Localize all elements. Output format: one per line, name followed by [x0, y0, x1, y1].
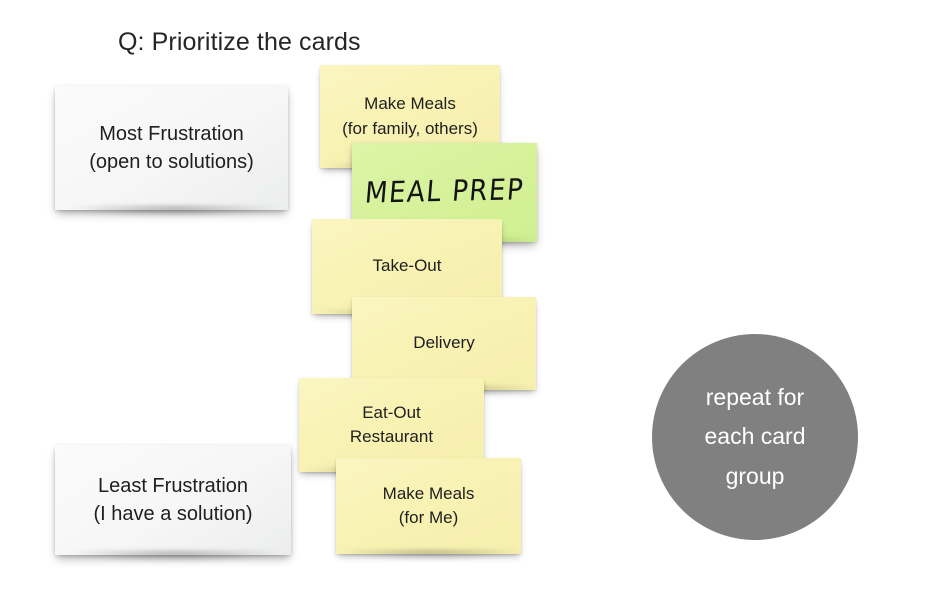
sticky-note-eat-out-restaurant[interactable]: Eat-Out Restaurant — [299, 378, 484, 472]
sticky-note-make-meals-me[interactable]: Make Meals (for Me) — [336, 458, 521, 554]
repeat-annotation-circle: repeat for each card group — [652, 334, 858, 540]
sticky-note-take-out-label: Take-Out — [372, 256, 442, 276]
anchor-card-least-frustration-label: Least Frustration (I have a solution) — [93, 474, 253, 525]
sticky-note-eat-out-restaurant-label: Eat-Out Restaurant — [349, 402, 434, 446]
sticky-note-make-meals-family-label: Make Meals (for family, others) — [342, 94, 478, 138]
repeat-annotation-label: repeat for each card group — [704, 383, 806, 489]
sticky-note-meal-prep-label: MEAL PREP — [363, 173, 526, 211]
sticky-note-delivery[interactable]: Delivery — [352, 297, 536, 390]
sticky-note-make-meals-me-label: Make Meals (for Me) — [382, 483, 475, 527]
anchor-card-most-frustration[interactable]: Most Frustration (open to solutions) — [55, 86, 288, 210]
sticky-note-delivery-label: Delivery — [413, 333, 475, 353]
page-title: Q: Prioritize the cards — [118, 28, 361, 56]
anchor-card-least-frustration[interactable]: Least Frustration (I have a solution) — [55, 445, 291, 555]
anchor-card-most-frustration-label: Most Frustration (open to solutions) — [89, 122, 254, 173]
